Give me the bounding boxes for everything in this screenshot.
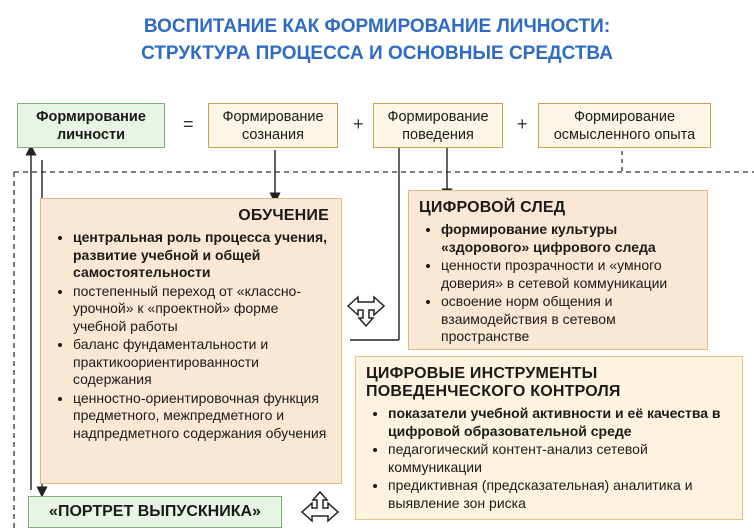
title-line-2: СТРУКТУРА ПРОЦЕССА И ОСНОВНЫЕ СРЕДСТВА <box>141 43 613 64</box>
graduate-portrait-box: «ПОРТРЕТ ВЫПУСКНИКА» <box>28 496 282 528</box>
three-way-arrow-icon <box>346 295 386 328</box>
learning-item: ценностно-ориентировочная функция предме… <box>73 390 331 443</box>
plus-sign-1: + <box>353 114 364 134</box>
personality-box: Формирование личности <box>17 103 165 148</box>
learning-list: центральная роль процесса учения, развит… <box>51 229 331 442</box>
control-tools-heading-2: ПОВЕДЕНЧЕСКОГО КОНТРОЛЯ <box>366 383 621 400</box>
consciousness-box: Формирование сознания <box>208 103 338 148</box>
digital-trace-item: освоение норм общения и взаимодействия в… <box>441 293 697 346</box>
consciousness-label: Формирование сознания <box>222 108 324 143</box>
control-tools-item: показатели учебной активности и её качес… <box>388 405 732 440</box>
learning-item: баланс фундаментальности и практикоориен… <box>73 336 331 389</box>
learning-item: центральная роль процесса учения, развит… <box>73 229 331 282</box>
digital-trace-list: формирование культуры «здорового» цифров… <box>419 221 697 346</box>
personality-label: Формирование личности <box>36 108 146 143</box>
control-tools-panel: ЦИФРОВЫЕ ИНСТРУМЕНТЫ ПОВЕДЕНЧЕСКОГО КОНТ… <box>355 356 743 520</box>
plus-sign-2: + <box>517 114 528 134</box>
learning-panel: ОБУЧЕНИЕ центральная роль процесса учени… <box>40 198 342 484</box>
learning-heading: ОБУЧЕНИЕ <box>238 207 329 224</box>
control-tools-item: предиктивная (предсказательная) аналитик… <box>388 477 732 512</box>
experience-box: Формирование осмысленного опыта <box>538 103 711 148</box>
digital-trace-panel: ЦИФРОВОЙ СЛЕД формирование культуры «здо… <box>408 190 708 350</box>
experience-label: Формирование осмысленного опыта <box>553 108 696 143</box>
behavior-label: Формирование поведения <box>387 108 489 143</box>
title-line-1: ВОСПИТАНИЕ КАК ФОРМИРОВАНИЕ ЛИЧНОСТИ: <box>143 16 611 37</box>
digital-trace-item: формирование культуры «здорового» цифров… <box>441 221 697 256</box>
control-tools-item: педагогический контент-анализ сетевой ко… <box>388 441 732 476</box>
portrait-arrow-icon <box>300 490 340 523</box>
graduate-portrait-label: «ПОРТРЕТ ВЫПУСКНИКА» <box>49 503 261 520</box>
behavior-box: Формирование поведения <box>373 103 503 148</box>
control-tools-heading-1: ЦИФРОВЫЕ ИНСТРУМЕНТЫ <box>366 365 598 382</box>
control-tools-list: показатели учебной активности и её качес… <box>366 405 732 512</box>
learning-item: постепенный переход от «классно-урочной»… <box>73 283 331 336</box>
digital-trace-heading: ЦИФРОВОЙ СЛЕД <box>419 199 566 216</box>
digital-trace-item: ценности прозрачности и «умного доверия»… <box>441 257 697 292</box>
equals-sign: = <box>183 114 194 134</box>
